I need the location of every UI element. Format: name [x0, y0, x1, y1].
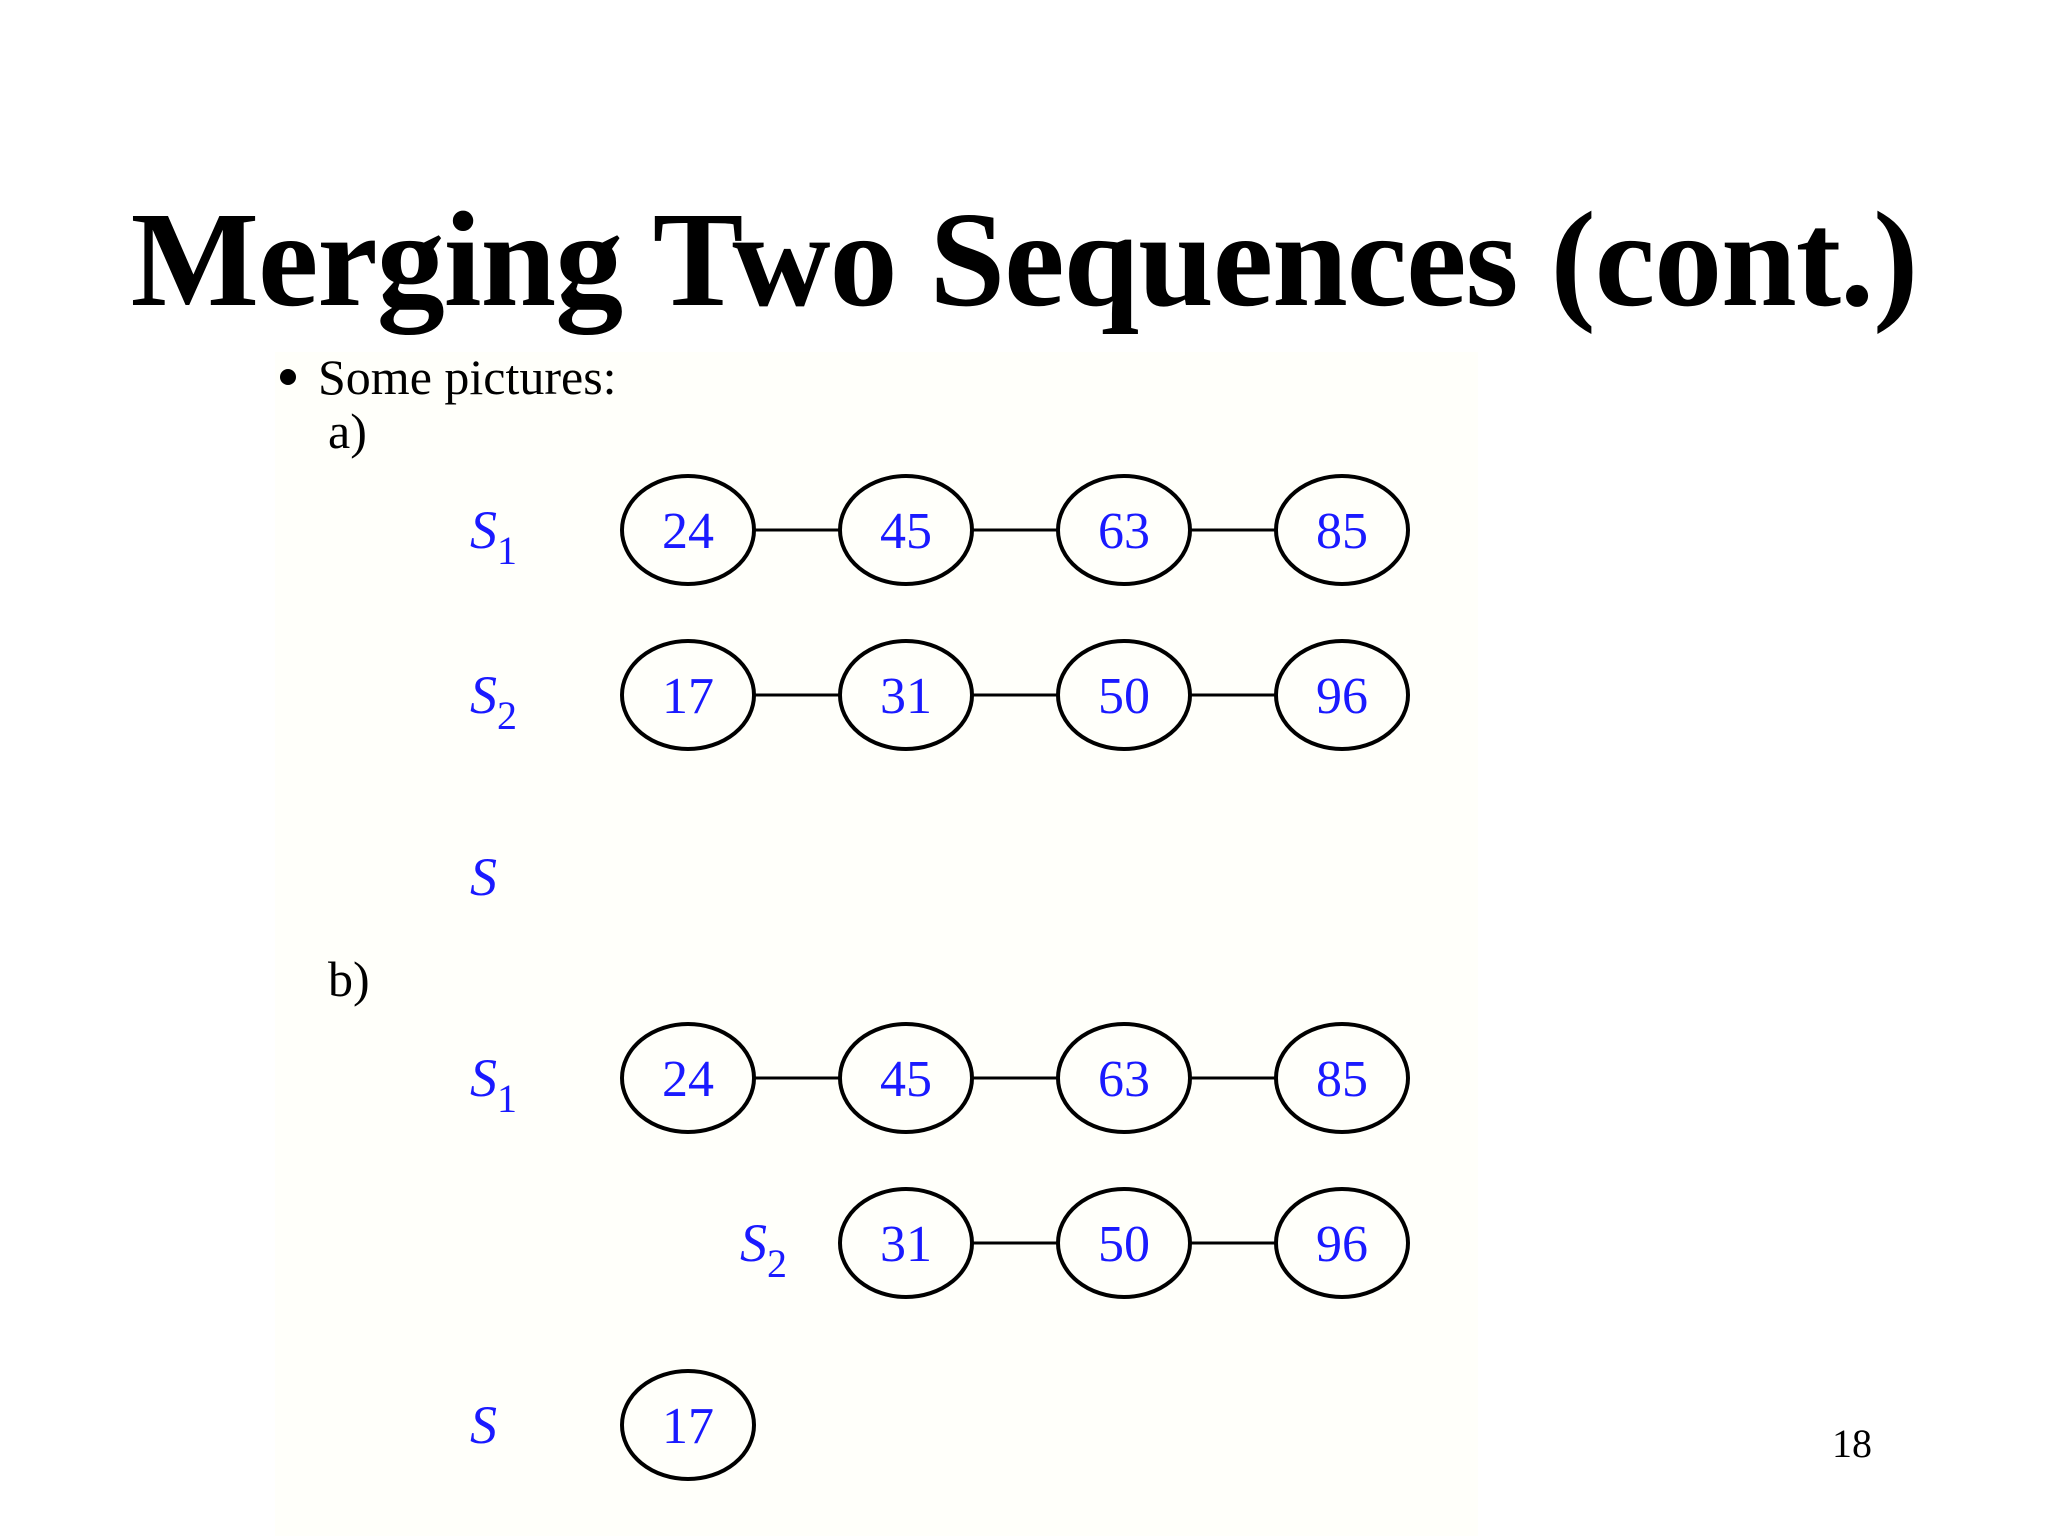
sequence-node: 50 [1056, 639, 1192, 751]
node-value: 96 [1316, 1216, 1368, 1273]
node-value: 31 [880, 1216, 932, 1273]
node-value: 50 [1098, 1216, 1150, 1273]
seq-label-p2-r1: S1 [470, 1048, 517, 1121]
node-outline [1274, 1022, 1410, 1134]
sequence-node: 24 [620, 1022, 756, 1134]
node-outline [1056, 1187, 1192, 1299]
node-value: 45 [880, 1051, 932, 1108]
seq-label-p2-r3: S [470, 1395, 497, 1455]
slide-title: Merging Two Sequences (cont.) [130, 185, 1919, 335]
node-outline [1056, 1022, 1192, 1134]
node-value: 63 [1098, 503, 1150, 560]
node-outline [1274, 474, 1410, 586]
sequence-node: 31 [838, 1187, 974, 1299]
node-value: 17 [662, 1398, 714, 1455]
node-value: 17 [662, 668, 714, 725]
sequence-node: 96 [1274, 639, 1410, 751]
figure-panel [275, 352, 1478, 1536]
node-value: 63 [1098, 1051, 1150, 1108]
node-outline [838, 1022, 974, 1134]
node-outline [1056, 639, 1192, 751]
node-outline [620, 1022, 756, 1134]
sequence-node: 24 [620, 474, 756, 586]
seq-label-p1-r3: S [470, 847, 497, 907]
sequence-node: 17 [620, 1369, 756, 1481]
page-number: 18 [1832, 1421, 1872, 1466]
node-value: 45 [880, 503, 932, 560]
node-value: 50 [1098, 668, 1150, 725]
sequence-node: 17 [620, 639, 756, 751]
seq-label-p2-r2: S2 [740, 1213, 787, 1286]
sequence-node: 85 [1274, 1022, 1410, 1134]
node-value: 24 [662, 503, 714, 560]
node-outline [620, 639, 756, 751]
seq-label-p1-r2: S2 [470, 665, 517, 738]
node-value: 85 [1316, 503, 1368, 560]
sequence-node: 31 [838, 639, 974, 751]
sequence-node: 85 [1274, 474, 1410, 586]
node-outline [1056, 474, 1192, 586]
bullet-item: Some pictures: [280, 348, 617, 406]
part-b-label: b) [328, 951, 370, 1007]
node-outline [838, 474, 974, 586]
sequence-node: 50 [1056, 1187, 1192, 1299]
sequence-node: 45 [838, 1022, 974, 1134]
node-outline [1274, 639, 1410, 751]
bullet-text: Some pictures: [318, 349, 617, 405]
sequence-node: 45 [838, 474, 974, 586]
sequence-node: 63 [1056, 1022, 1192, 1134]
node-value: 96 [1316, 668, 1368, 725]
seq-label-p1-r1: S1 [470, 500, 517, 573]
sequence-node: 63 [1056, 474, 1192, 586]
node-outline [620, 474, 756, 586]
node-outline [1274, 1187, 1410, 1299]
part-a-label: a) [328, 403, 367, 459]
bullet-dot-icon [280, 368, 296, 385]
sequence-node: 96 [1274, 1187, 1410, 1299]
node-value: 85 [1316, 1051, 1368, 1108]
node-outline [838, 1187, 974, 1299]
node-outline [620, 1369, 756, 1481]
node-value: 31 [880, 668, 932, 725]
node-value: 24 [662, 1051, 714, 1108]
node-outline [838, 639, 974, 751]
